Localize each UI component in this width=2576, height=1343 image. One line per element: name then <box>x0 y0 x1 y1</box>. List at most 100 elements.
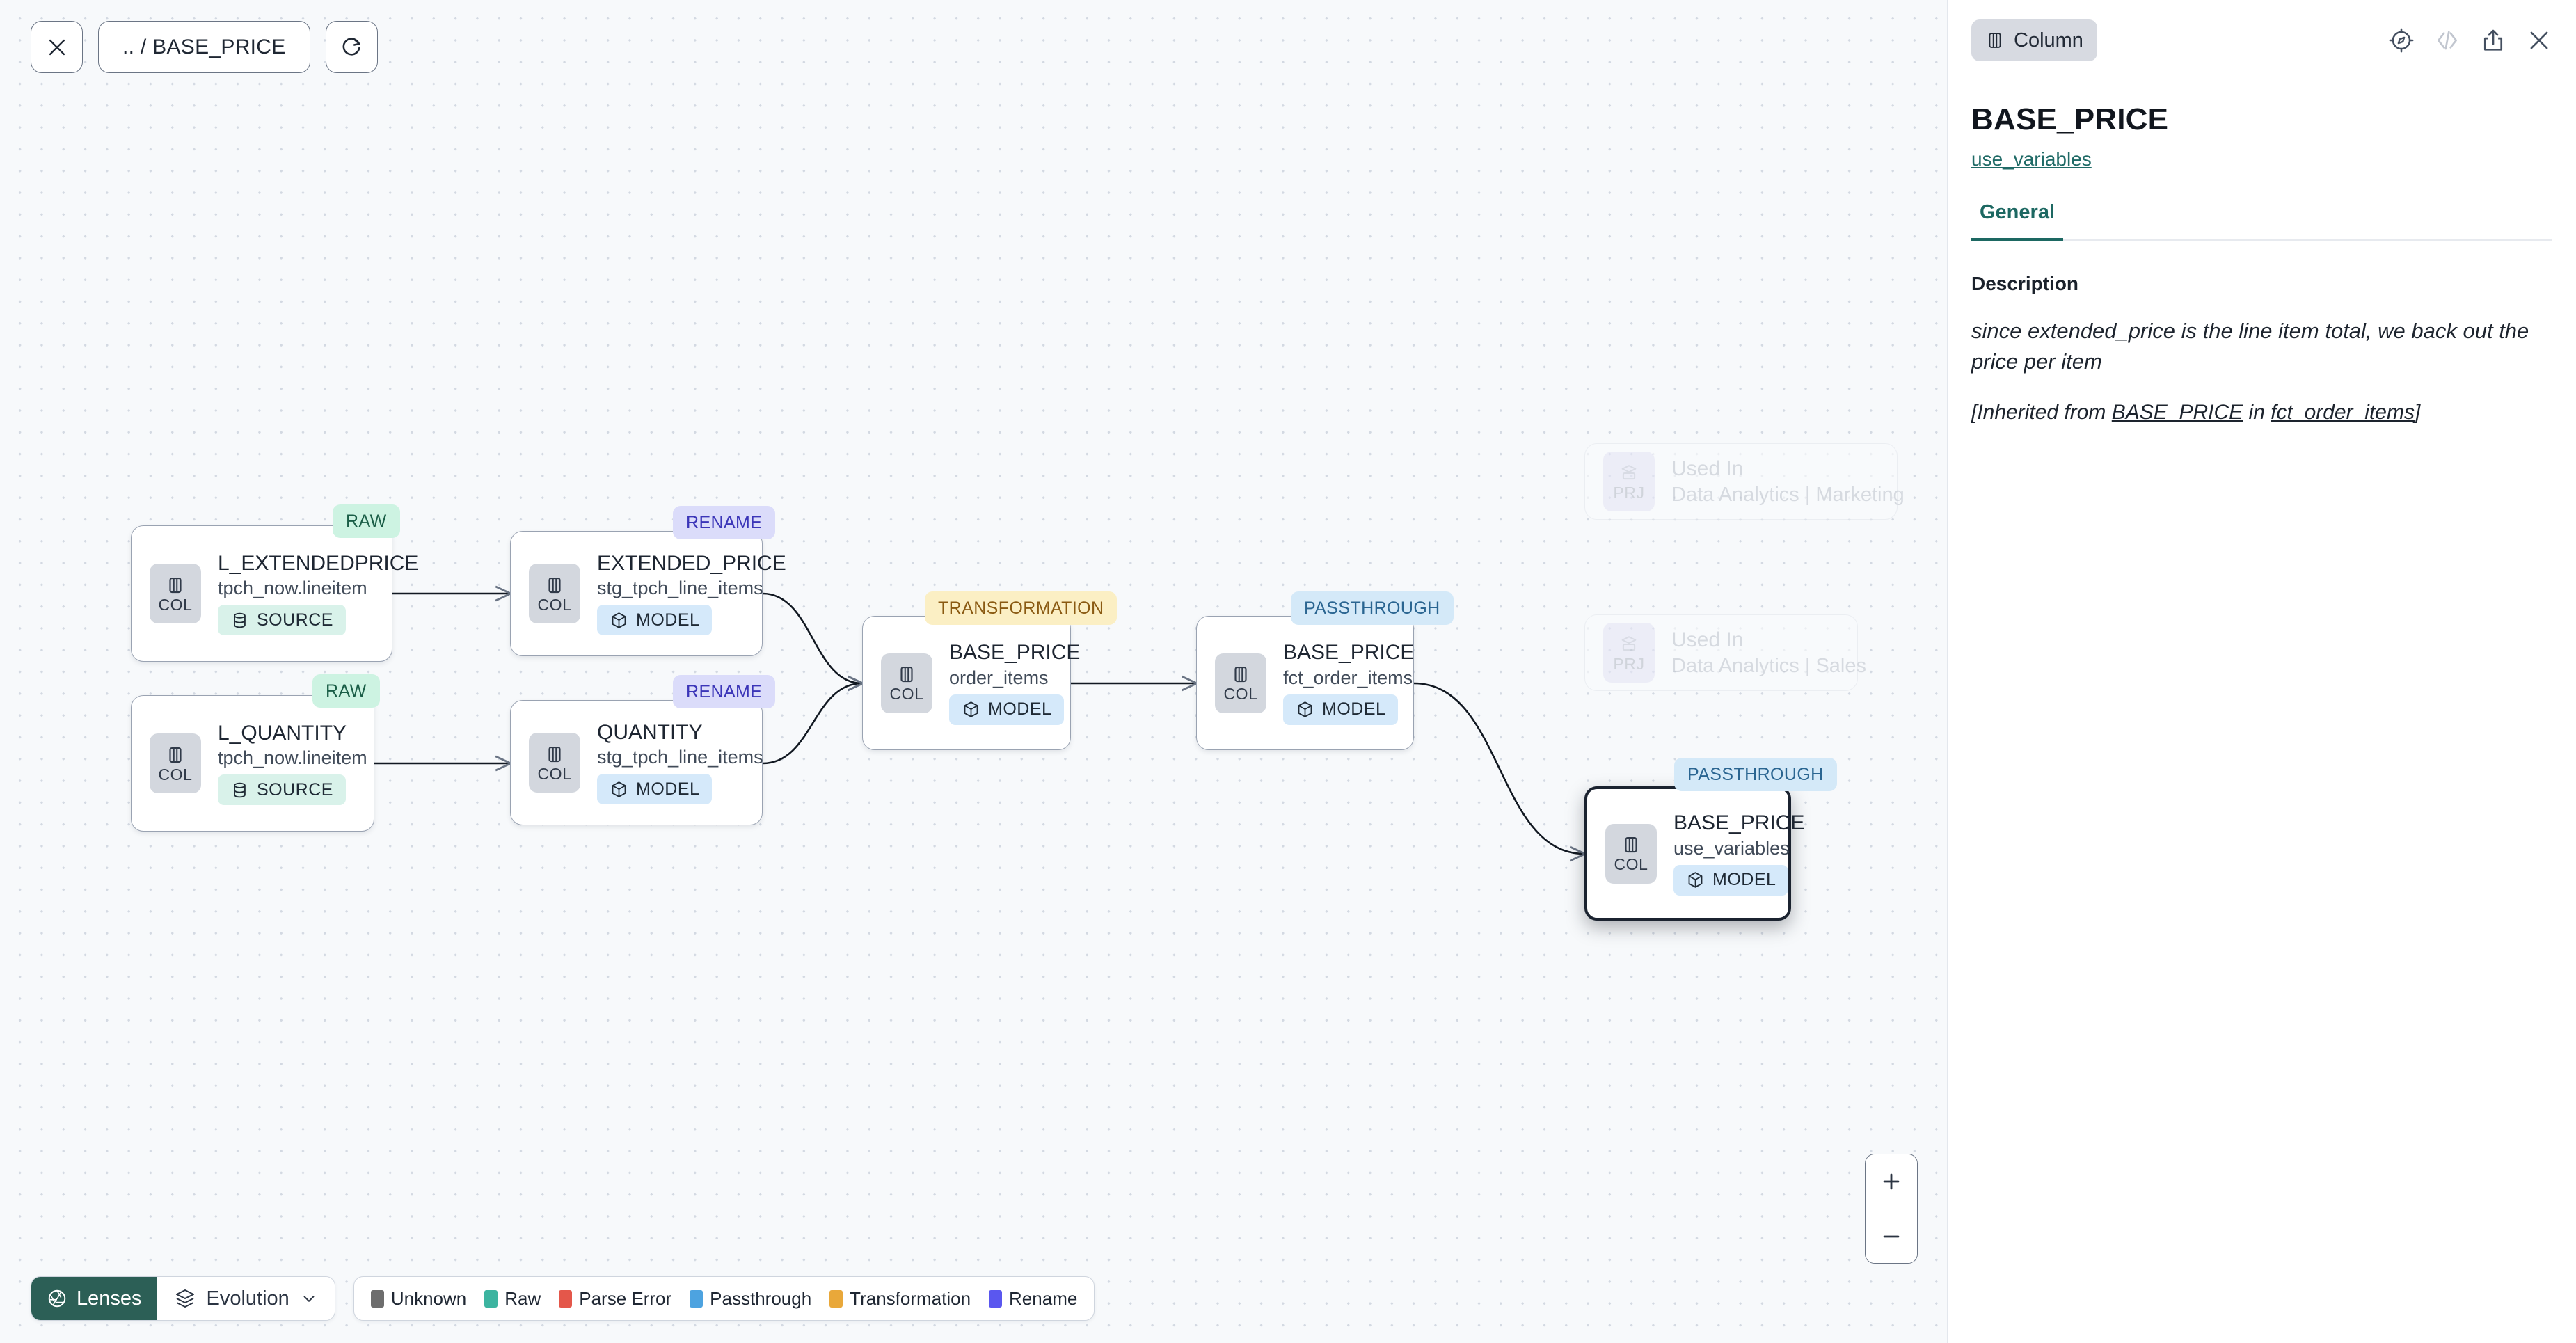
node-badge-base_price_use_variables: PASSTHROUGH <box>1674 758 1837 791</box>
description-text: since extended_price is the line item to… <box>1971 319 2529 374</box>
node-title: L_QUANTITY <box>218 721 347 745</box>
node-title: L_EXTENDEDPRICE <box>218 551 419 575</box>
close-panel-icon[interactable] <box>2526 27 2552 54</box>
close-icon <box>49 39 65 55</box>
cube-icon <box>1298 701 1312 718</box>
minus-icon <box>1883 1235 1900 1237</box>
cube-icon <box>964 701 978 718</box>
node-title: Used In <box>1671 628 1744 651</box>
graph-node-used_in_sales[interactable]: PRJ Used In Data Analytics | Sales <box>1584 614 1866 691</box>
zoom-controls <box>1865 1154 1918 1264</box>
node-kind-label: MODEL <box>636 779 700 799</box>
node-kind-pill: MODEL <box>597 605 713 636</box>
lenses-button[interactable]: Lenses <box>31 1277 157 1320</box>
lineage-legend: Unknown Raw Parse Error Passthrough Transfor… <box>353 1276 1095 1321</box>
node-kind-pill: MODEL <box>597 774 713 805</box>
legend-swatch <box>370 1289 384 1308</box>
page-title: BASE_PRICE <box>1971 102 2169 136</box>
node-subtitle: use_variables <box>1673 837 1790 859</box>
tab-general[interactable]: General <box>1971 201 2063 241</box>
close-lineage-button[interactable] <box>31 21 83 73</box>
database-icon <box>234 782 246 798</box>
inherited-column-link[interactable]: BASE_PRICE <box>2111 401 2243 424</box>
node-kind-label: MODEL <box>988 699 1052 720</box>
node-subtitle: stg_tpch_line_items <box>597 578 763 599</box>
column-icon <box>548 746 561 762</box>
legend-item[interactable]: Parse Error <box>559 1288 671 1310</box>
node-type-chip: COL <box>1215 653 1266 713</box>
node-badge-extended_price: RENAME <box>673 506 776 539</box>
column-icon <box>1625 836 1637 853</box>
parent-model-link[interactable]: use_variables <box>1971 148 2092 170</box>
database-icon <box>234 612 246 628</box>
legend-label: Raw <box>504 1287 541 1309</box>
breadcrumb: .. / BASE_PRICE <box>122 35 286 58</box>
breadcrumb-button[interactable]: .. / BASE_PRICE <box>98 21 310 73</box>
legend-item[interactable]: Transformation <box>829 1288 971 1310</box>
project-icon <box>1621 635 1637 651</box>
legend-swatch <box>484 1289 498 1308</box>
inherited-note: [Inherited from BASE_PRICE in fct_order_… <box>1971 401 2552 424</box>
canvas-toolbar: .. / BASE_PRICE <box>31 21 378 73</box>
cube-icon <box>612 781 626 797</box>
legend-label: Transformation <box>850 1287 971 1309</box>
node-subtitle: order_items <box>949 667 1049 688</box>
node-title: Used In <box>1671 456 1744 480</box>
legend-item[interactable]: Passthrough <box>690 1288 811 1310</box>
panel-tabs: General <box>1971 201 2552 241</box>
refresh-button[interactable] <box>325 21 378 73</box>
node-title: BASE_PRICE <box>1283 641 1415 665</box>
node-badge-quantity: RENAME <box>673 675 776 708</box>
panel-title-block: BASE_PRICE use_variables <box>1948 77 2576 170</box>
legend-swatch <box>690 1289 703 1308</box>
evolution-label: Evolution <box>206 1287 289 1310</box>
legend-item[interactable]: Unknown <box>370 1288 466 1310</box>
node-type-label: COL <box>158 765 193 784</box>
compass-icon[interactable] <box>2388 27 2415 54</box>
legend-swatch <box>989 1289 1003 1308</box>
entity-type-chip[interactable]: Column <box>1971 19 2097 61</box>
inherited-model-link[interactable]: fct_order_items <box>2271 401 2415 424</box>
node-type-chip: COL <box>150 564 201 623</box>
node-subtitle: Data Analytics | Sales <box>1671 654 1866 677</box>
column-icon <box>1234 666 1247 683</box>
zoom-in-button[interactable] <box>1866 1154 1917 1209</box>
node-subtitle: fct_order_items <box>1283 667 1413 688</box>
node-type-label: COL <box>158 595 193 614</box>
node-kind-label: MODEL <box>1322 699 1386 720</box>
node-kind-pill: SOURCE <box>218 605 346 636</box>
share-icon[interactable] <box>2480 27 2506 54</box>
refresh-icon <box>342 37 360 56</box>
legend-item[interactable]: Rename <box>989 1288 1077 1310</box>
node-type-chip: COL <box>529 733 580 793</box>
node-kind-pill: MODEL <box>1283 694 1399 725</box>
node-type-chip: PRJ <box>1603 623 1655 683</box>
panel-actions <box>2388 27 2552 54</box>
zoom-out-button[interactable] <box>1866 1209 1917 1263</box>
evolution-dropdown[interactable]: Evolution <box>157 1277 335 1320</box>
entity-type-label: Column <box>2014 29 2083 51</box>
legend-item[interactable]: Raw <box>484 1288 541 1310</box>
code-icon[interactable] <box>2434 27 2460 54</box>
node-type-chip: COL <box>881 653 932 713</box>
node-badge-base_price_order_items: TRANSFORMATION <box>925 591 1118 625</box>
node-title: QUANTITY <box>597 720 703 744</box>
description-section: Description since extended_price is the … <box>1948 241 2576 424</box>
